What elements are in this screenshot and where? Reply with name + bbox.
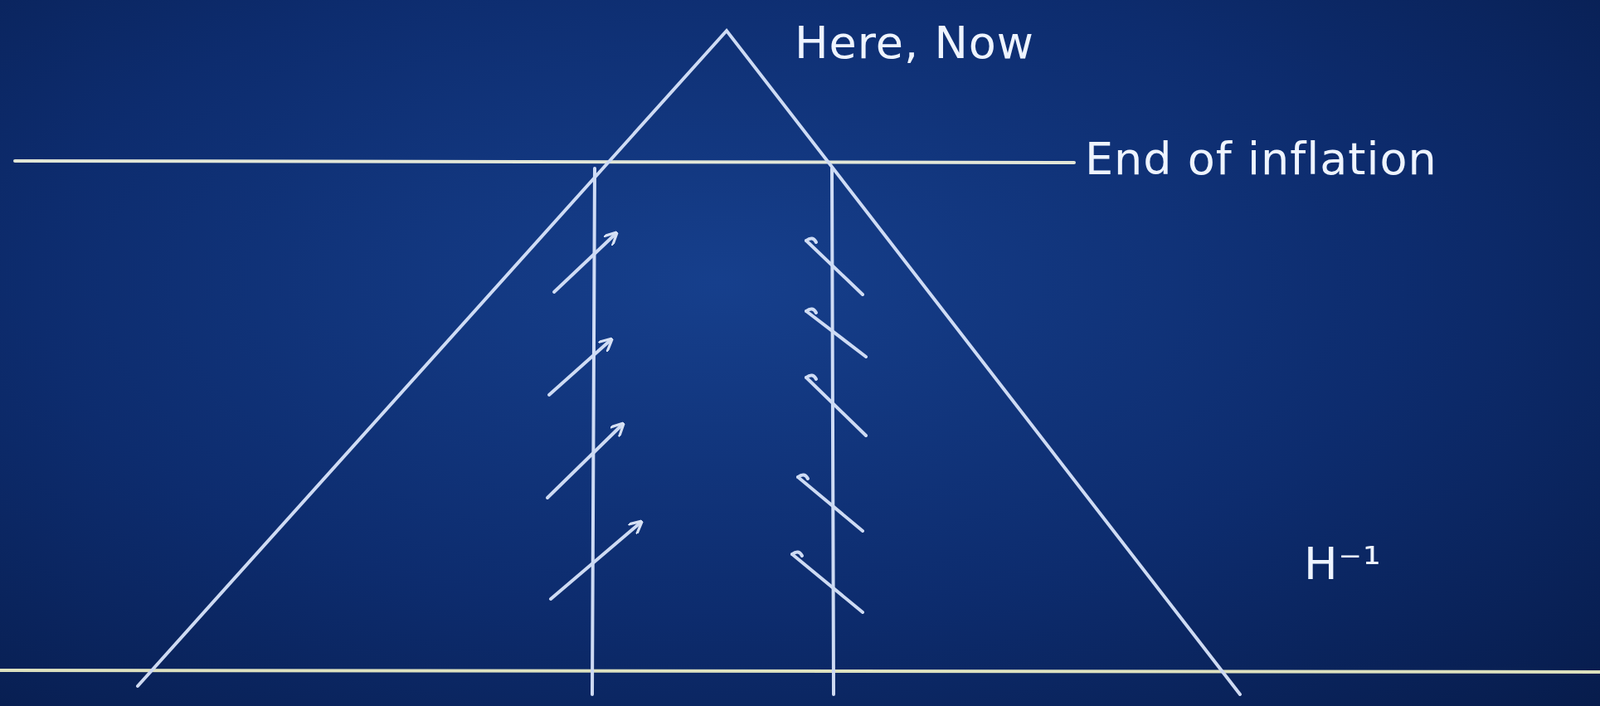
mode-tick-hook bbox=[792, 551, 803, 556]
hubble-radius-label: H⁻¹ bbox=[1303, 539, 1382, 589]
mode-tick bbox=[797, 476, 863, 531]
mode-arrow bbox=[547, 424, 623, 498]
mode-tick-hook bbox=[806, 238, 817, 243]
mode-tick bbox=[792, 554, 863, 613]
end-of-inflation-line bbox=[14, 160, 1075, 163]
here-now-label: Here, Now bbox=[794, 18, 1035, 68]
light-cone bbox=[137, 30, 1241, 695]
mode-tick-hook bbox=[797, 474, 808, 479]
mode-arrow bbox=[549, 340, 611, 395]
worldline-left bbox=[592, 168, 595, 695]
mode-tick-hook bbox=[806, 308, 817, 313]
mode-tick bbox=[806, 311, 866, 357]
mode-tick bbox=[806, 377, 866, 436]
mode-tick bbox=[806, 240, 863, 295]
mode-tick-hook bbox=[806, 374, 817, 380]
mode-arrow bbox=[550, 522, 641, 599]
end-of-inflation-label: End of inflation bbox=[1084, 134, 1438, 184]
mode-arrow bbox=[554, 233, 616, 292]
worldline-right bbox=[831, 168, 834, 695]
initial-time-line bbox=[0, 670, 1600, 672]
